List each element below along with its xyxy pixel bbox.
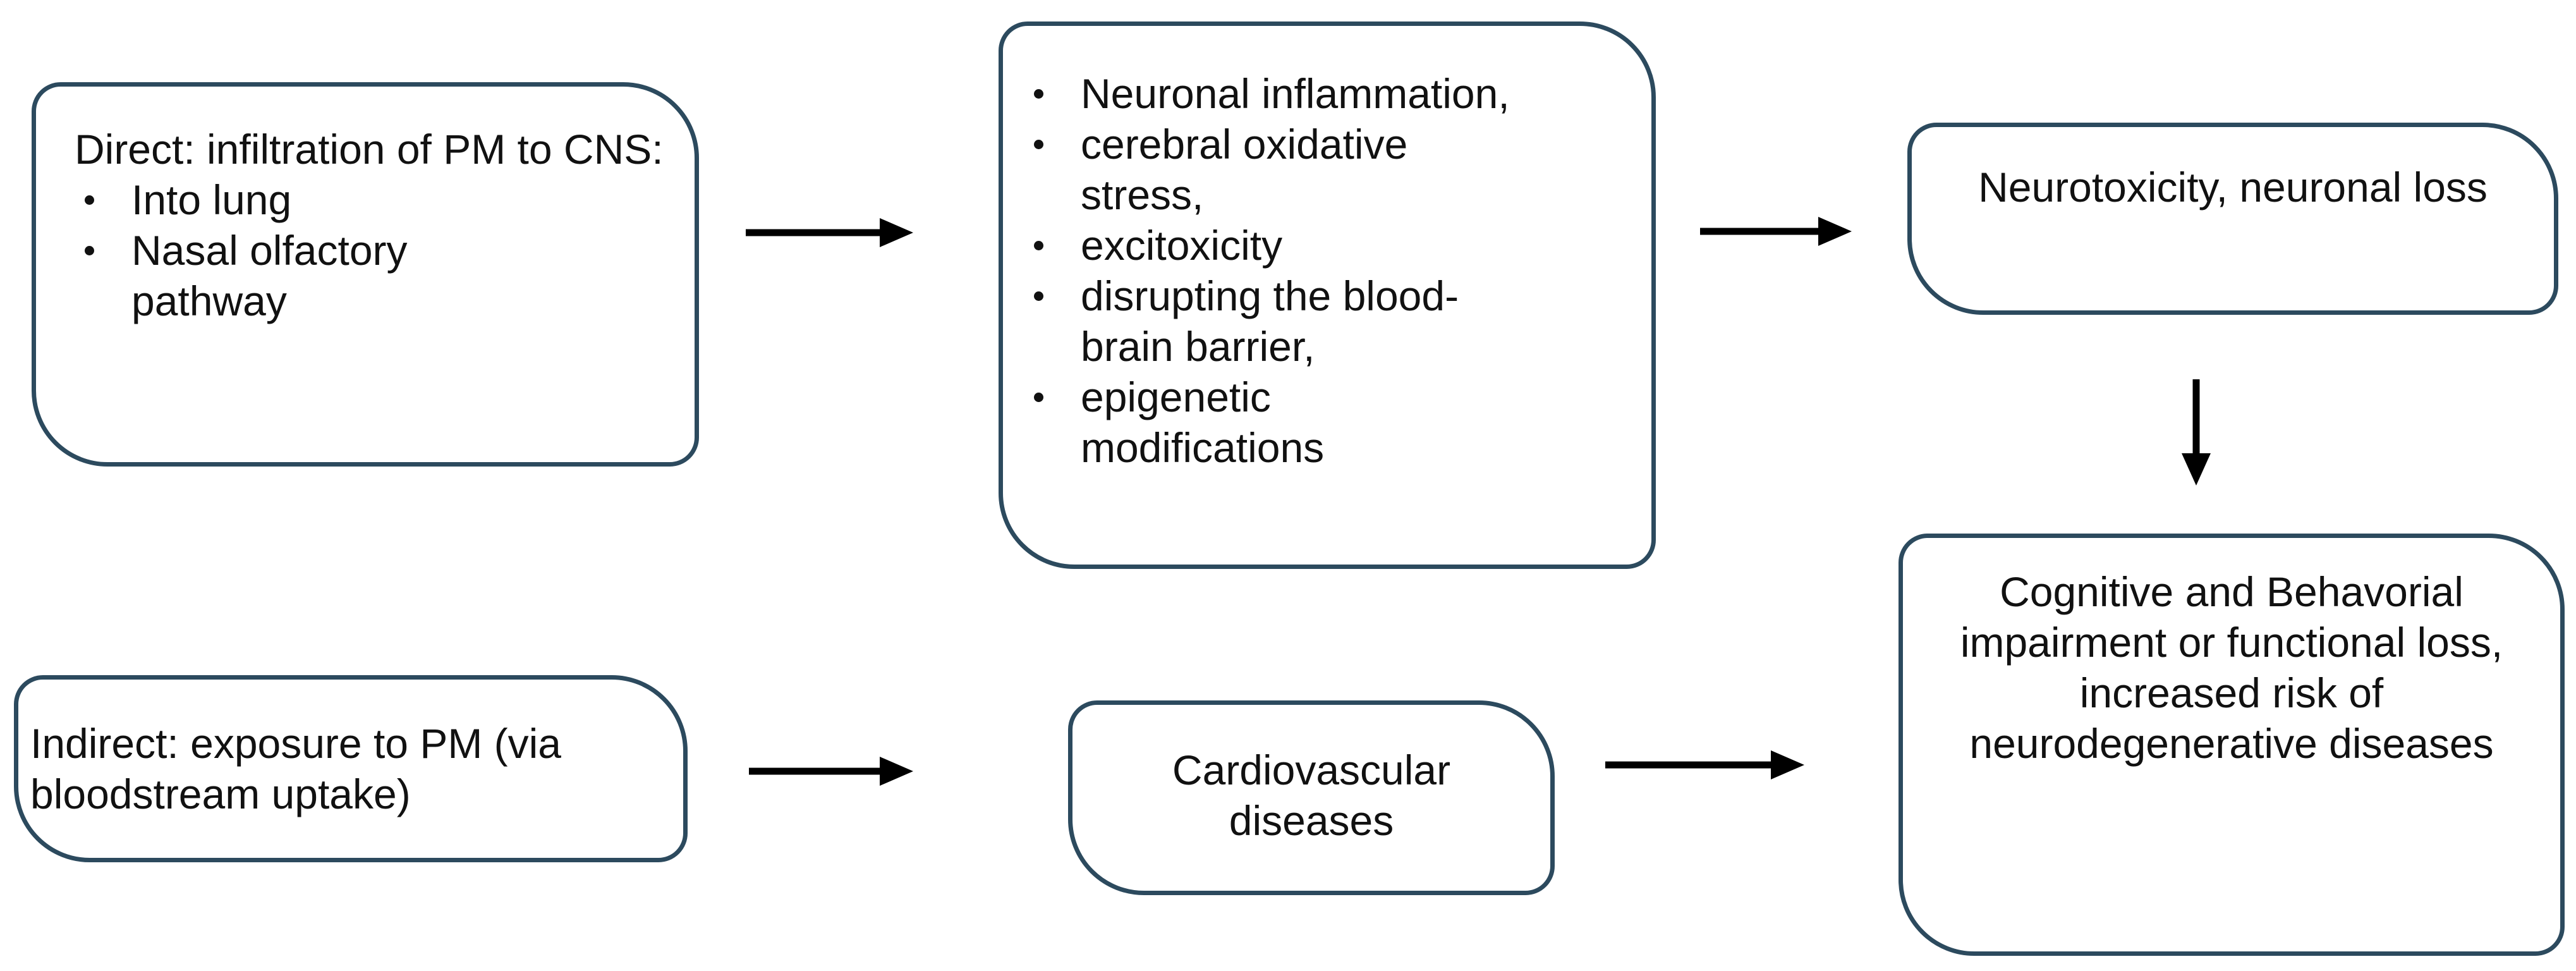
arrow-cardio-to-outcome: [1605, 750, 1804, 779]
indirect-exposure-box: [14, 675, 688, 862]
neuronal-effects-box: [999, 21, 1656, 569]
list-item: disrupting the blood-brain barrier,: [1024, 271, 1536, 372]
direct-exposure-list: Into lung Nasal olfactory pathway: [75, 174, 675, 326]
list-item: Into lung: [75, 174, 675, 225]
indirect-exposure-text: Indirect: exposure to PM (via bloodstrea…: [30, 720, 562, 817]
arrow-direct-to-effects: [746, 218, 913, 247]
list-item: epigenetic modifications: [1024, 372, 1435, 473]
arrow-effects-to-neurotoxicity: [1700, 217, 1852, 246]
list-item: Nasal olfactory pathway: [75, 225, 485, 326]
direct-exposure-box: [32, 82, 699, 467]
direct-exposure-heading: Direct: infiltration of PM to CNS:: [75, 126, 664, 173]
outcome-box: [1899, 534, 2565, 956]
list-item: excitoxicity: [1024, 220, 1631, 271]
cardiovascular-text: Cardiovascular diseases: [1172, 747, 1451, 844]
neuronal-effects-list: Neuronal inflammation, cerebral oxidativ…: [1024, 68, 1631, 473]
arrow-neurotoxicity-to-outcome: [2182, 379, 2211, 486]
list-item: cerebral oxidative stress,: [1024, 119, 1498, 220]
cardiovascular-box: [1068, 700, 1555, 895]
neurotoxicity-box: [1907, 123, 2558, 315]
neurotoxicity-text: Neurotoxicity, neuronal loss: [1978, 164, 2488, 211]
outcome-text: Cognitive and Behavorial impairment or f…: [1960, 568, 2503, 767]
arrow-indirect-to-cardio: [749, 757, 913, 786]
neuronal-effects-text: Neuronal inflammation, cerebral oxidativ…: [1024, 68, 1631, 473]
list-item: Neuronal inflammation,: [1024, 68, 1631, 119]
direct-exposure-text: Direct: infiltration of PM to CNS: Into …: [75, 124, 675, 326]
